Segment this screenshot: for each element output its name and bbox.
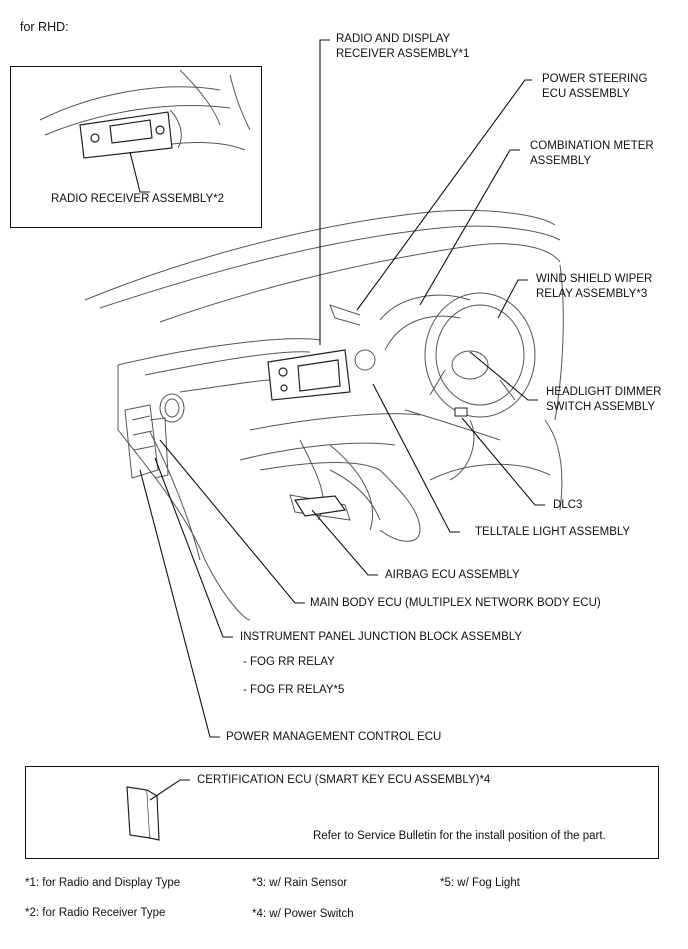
radio-receiver-inset xyxy=(10,66,262,228)
combination-meter-label: COMBINATION METER ASSEMBLY xyxy=(530,140,654,167)
power-steering-label: POWER STEERING ECU ASSEMBLY xyxy=(542,73,648,100)
dlc3-label: DLC3 xyxy=(553,499,583,511)
radio-display-label: RADIO AND DISPLAY RECEIVER ASSEMBLY*1 xyxy=(336,33,470,60)
fog-fr-label: - FOG FR RELAY*5 xyxy=(243,684,345,696)
radio-receiver-label: RADIO RECEIVER ASSEMBLY*2 xyxy=(51,193,224,205)
footnote-3: *3: w/ Rain Sensor xyxy=(252,877,348,889)
telltale-label: TELLTALE LIGHT ASSEMBLY xyxy=(475,526,631,538)
footnote-5: *5: w/ Fog Light xyxy=(440,877,520,889)
power-management-label: POWER MANAGEMENT CONTROL ECU xyxy=(226,731,442,743)
headlight-dimmer-label: HEADLIGHT DIMMER SWITCH ASSEMBLY xyxy=(546,386,662,413)
footnote-1: *1: for Radio and Display Type xyxy=(25,877,181,889)
footnote-2: *2: for Radio Receiver Type xyxy=(25,907,166,919)
main-body-ecu-label: MAIN BODY ECU (MULTIPLEX NETWORK BODY EC… xyxy=(310,597,601,609)
airbag-label: AIRBAG ECU ASSEMBLY xyxy=(385,569,520,581)
certification-ecu-label: CERTIFICATION ECU (SMART KEY ECU ASSEMBL… xyxy=(197,774,491,786)
wiper-relay-label: WIND SHIELD WIPER RELAY ASSEMBLY*3 xyxy=(536,273,653,300)
page-heading: for RHD: xyxy=(20,20,69,34)
certification-ecu-inset xyxy=(25,766,659,859)
ip-junction-label: INSTRUMENT PANEL JUNCTION BLOCK ASSEMBLY xyxy=(240,631,523,643)
footnote-4: *4: w/ Power Switch xyxy=(252,908,354,920)
service-bulletin-note: Refer to Service Bulletin for the instal… xyxy=(313,830,606,842)
fog-rr-label: - FOG RR RELAY xyxy=(243,656,335,668)
